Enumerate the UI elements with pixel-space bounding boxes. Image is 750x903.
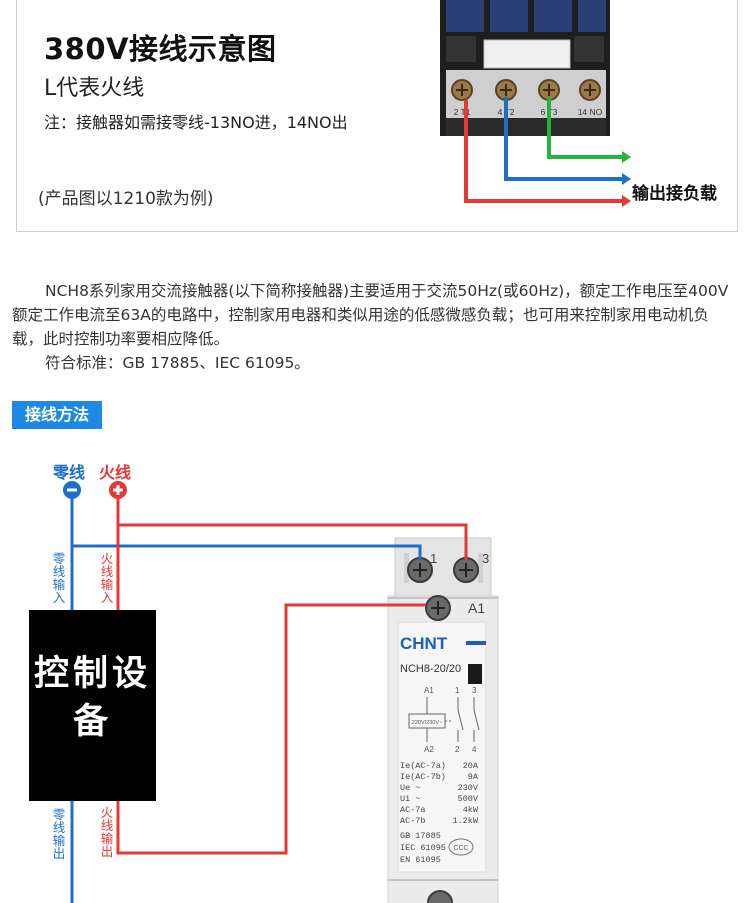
section-title-tag: 接线方法	[12, 401, 102, 429]
standard-label: EN 61095	[400, 855, 441, 865]
terminal-label: 14 NO	[578, 107, 603, 117]
minus-icon	[63, 481, 81, 499]
diagram-label: 3	[472, 686, 477, 695]
live-output-wire	[116, 603, 426, 855]
standard-label: IEC 61095	[400, 843, 446, 853]
brand-logo: CHNT	[400, 634, 448, 653]
spec-label: Ie(AC-7a)	[400, 761, 446, 771]
control-device-box: 控制设备	[29, 610, 156, 801]
terminal-screw	[579, 79, 601, 101]
terminal-3-label: 3	[482, 551, 489, 566]
spec-label: AC-7b	[400, 816, 426, 826]
standard-label: GB 17885	[400, 831, 441, 841]
green-arrow-icon	[622, 151, 631, 163]
diagram-label: 1	[455, 686, 460, 695]
spec-label: AC-7a	[400, 805, 426, 815]
wiring-note: 注：接触器如需接零线-13NO进，14NO出	[44, 113, 348, 132]
plus-icon	[109, 481, 127, 499]
terminal-screw	[453, 557, 479, 583]
spec-value: 500V	[458, 794, 479, 804]
live-input-label: 火线输入	[100, 551, 114, 605]
red-arrow-icon	[622, 195, 631, 207]
diagram-label: A2	[424, 745, 434, 754]
page-subtitle: L代表火线	[44, 76, 145, 101]
terminal-screw	[427, 890, 453, 903]
spec-label: Ue ~	[400, 783, 420, 793]
spec-label: Ui ~	[400, 794, 420, 804]
model-label: NCH8-20/20	[400, 663, 461, 675]
status-window	[468, 664, 482, 684]
blue-arrow-icon	[622, 173, 631, 185]
neutral-input-label: 零线输入	[52, 551, 66, 605]
neutral-output-label: 零线输出	[52, 807, 66, 861]
top-wiring-panel	[16, 0, 738, 232]
example-caption: (产品图以1210款为例)	[38, 189, 214, 209]
control-device-label: 控制设备	[33, 654, 151, 742]
diagram-label: A1	[424, 686, 434, 695]
circuit-symbol	[408, 697, 480, 742]
terminal-screw	[425, 595, 451, 621]
standards-paragraph: 符合标准：GB 17885、IEC 61095。	[45, 354, 310, 372]
terminal-screw	[451, 79, 473, 101]
spec-value: 230V	[458, 783, 479, 793]
diagram-label: 4	[472, 745, 477, 754]
neutral-label: 零线	[53, 463, 86, 482]
live-to-terminal-3-wire	[118, 523, 468, 560]
terminal-screw	[495, 79, 517, 101]
coil-voltage: 220V/230V~	[412, 720, 442, 726]
terminal-1-label: 1	[430, 551, 437, 566]
live-label: 火线	[99, 463, 132, 482]
spec-label: Ie(AC-7b)	[400, 772, 446, 782]
spec-value: 9A	[468, 772, 479, 782]
spec-value: 4kW	[463, 805, 479, 815]
ccc-cert-icon: CCC	[448, 838, 474, 856]
blue-output-wire	[504, 97, 622, 181]
spec-value: 1.2kW	[452, 816, 478, 826]
svg-text:CCC: CCC	[453, 845, 468, 852]
spec-value: 20A	[463, 761, 479, 771]
neutral-to-terminal-1-wire	[72, 544, 422, 560]
green-output-wire	[547, 97, 622, 159]
load-output-label: 输出接负载	[632, 184, 717, 204]
red-output-wire	[464, 100, 622, 203]
description-paragraph: NCH8系列家用交流接触器(以下简称接触器)主要适用于交流50Hz(或60Hz)…	[12, 282, 729, 348]
live-output-label: 火线输出	[100, 805, 114, 859]
diagram-label: 2	[455, 745, 460, 754]
terminal-a1-label: A1	[468, 600, 485, 616]
page-title: 380V接线示意图	[44, 32, 277, 66]
three-phase-contactor	[440, 0, 610, 136]
terminal-screw	[407, 557, 433, 583]
terminal-label: 2 T1	[454, 107, 471, 117]
spec-table: Ie(AC-7a) 20A Ie(AC-7b) 9A Ue ~ 230V Ui …	[400, 761, 479, 865]
